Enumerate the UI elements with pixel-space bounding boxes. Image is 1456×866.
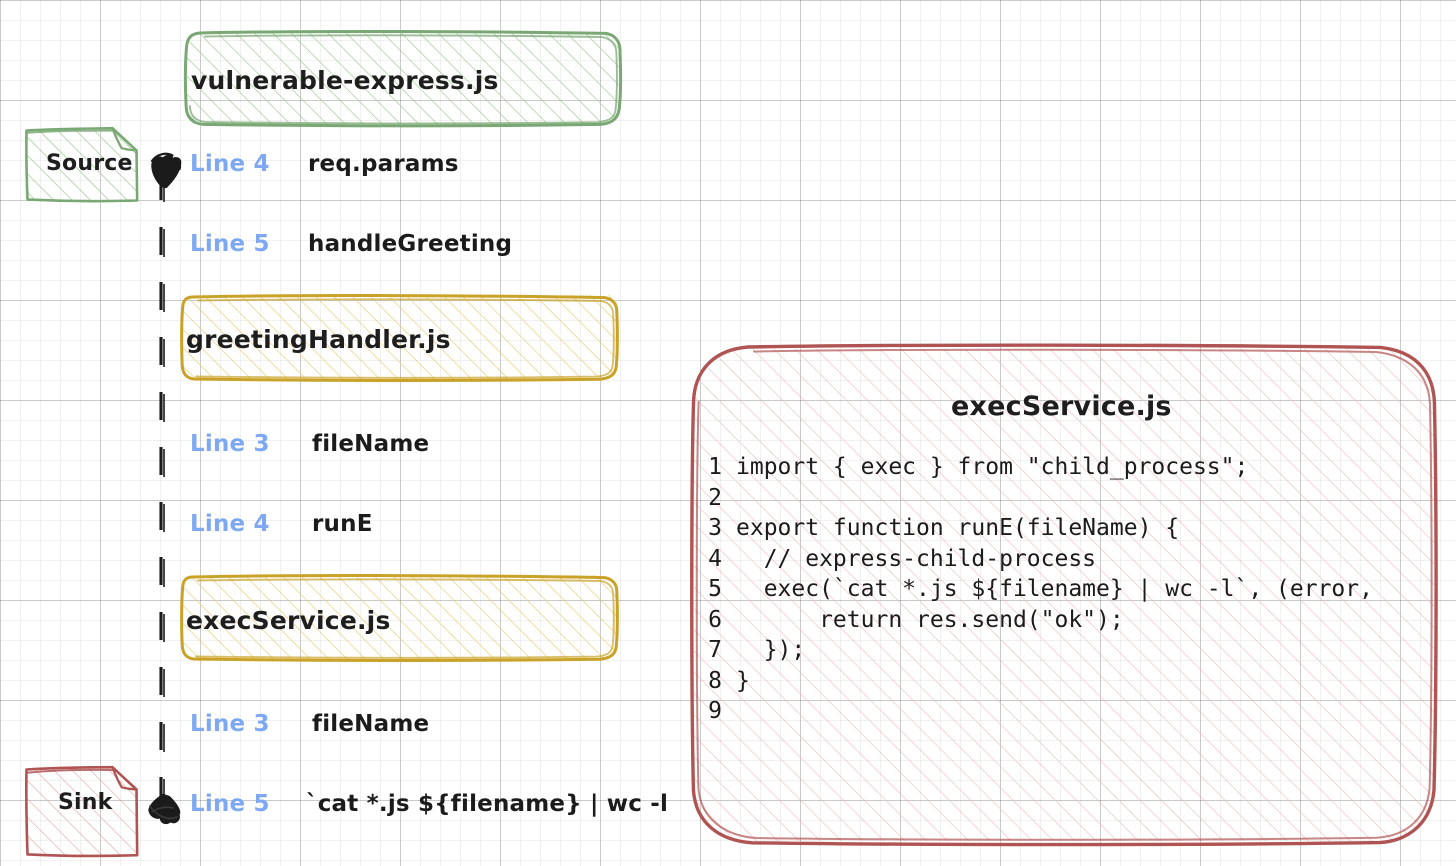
code-lines: import { exec } from "child_process"; ex…: [736, 454, 1373, 694]
trace-line-1: Line 4: [190, 151, 270, 177]
trace-symbol-3: fileName: [312, 431, 430, 457]
trace-line-6: Line 5: [190, 791, 270, 817]
trace-symbol-2: handleGreeting: [308, 231, 513, 257]
file-box-label-exec-service: execService.js: [186, 606, 391, 635]
code-block: 1 2 3 4 5 6 7 8 9 import { exec } from "…: [706, 452, 1373, 727]
arrowhead-sink-icon: [148, 793, 181, 825]
source-note-label: Source: [46, 151, 133, 176]
file-box-label-greeting-handler: greetingHandler.js: [186, 325, 451, 354]
taint-flow-dashed-line: [159, 172, 165, 806]
sink-note-label: Sink: [58, 790, 113, 815]
trace-line-5: Line 3: [190, 711, 270, 737]
trace-symbol-4: runE: [312, 511, 373, 537]
trace-symbol-1: req.params: [308, 151, 459, 177]
trace-symbol-6: `cat *.js ${filename} | wc -l: [306, 791, 669, 817]
file-box-label-vulnerable-express: vulnerable-express.js: [191, 66, 499, 95]
code-panel-title: execService.js: [951, 391, 1172, 422]
trace-line-2: Line 5: [190, 231, 270, 257]
code-gutter: 1 2 3 4 5 6 7 8 9: [708, 454, 722, 724]
arrowhead-source-icon: [150, 152, 182, 189]
trace-symbol-5: fileName: [312, 711, 430, 737]
trace-line-4: Line 4: [190, 511, 270, 537]
trace-line-3: Line 3: [190, 431, 270, 457]
